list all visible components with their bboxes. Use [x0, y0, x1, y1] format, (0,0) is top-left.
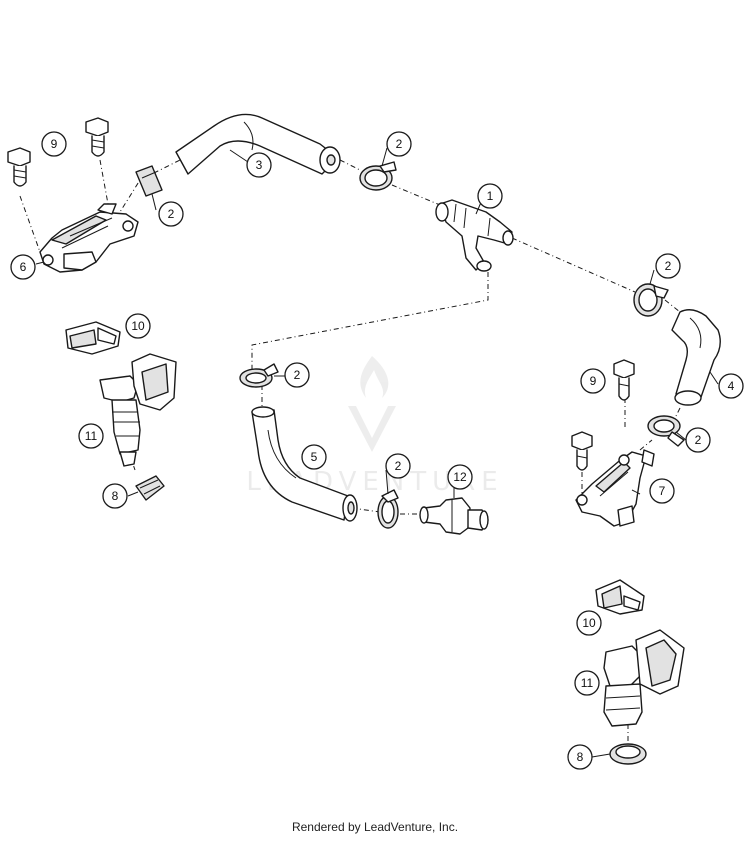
hose-clamp-b	[359, 161, 397, 191]
check-valve	[419, 497, 489, 535]
callout-label: 2	[294, 368, 301, 382]
callout-label: 3	[256, 158, 263, 172]
callout-7: 7	[649, 478, 675, 504]
callout-10: 10	[125, 313, 151, 339]
callout-9: 9	[580, 368, 606, 394]
fuel-injector-right	[603, 629, 685, 727]
valve-body-left	[39, 203, 139, 273]
callout-11: 11	[574, 670, 600, 696]
bolt-left-a	[7, 147, 31, 187]
callout-label: 9	[590, 374, 597, 388]
callout-label: 2	[665, 259, 672, 273]
callout-2: 2	[158, 201, 184, 227]
hose-sleeve-a	[135, 165, 163, 197]
callout-3: 3	[246, 152, 272, 178]
retaining-clip-left	[65, 321, 121, 355]
callout-label: 2	[168, 207, 175, 221]
callout-label: 11	[581, 676, 594, 690]
callout-label: 6	[20, 260, 27, 274]
callout-label: 8	[577, 750, 584, 764]
callout-6: 6	[10, 254, 36, 280]
callout-label: 2	[396, 137, 403, 151]
callout-label: 4	[728, 379, 735, 393]
valve-body-right	[575, 449, 655, 527]
callout-1: 1	[477, 183, 503, 209]
callout-8: 8	[102, 483, 128, 509]
callout-5: 5	[301, 444, 327, 470]
callout-2: 2	[655, 253, 681, 279]
hose-right-elbow	[671, 309, 721, 406]
callout-label: 8	[112, 489, 119, 503]
fuel-injector-left	[99, 353, 177, 467]
o-ring-right	[609, 743, 647, 765]
callout-10: 10	[576, 610, 602, 636]
bolt-right-b	[571, 431, 593, 471]
callout-9: 9	[41, 131, 67, 157]
hose-clamp-f	[377, 489, 399, 529]
callout-label: 2	[695, 433, 702, 447]
hose-clamp-c	[633, 283, 669, 317]
callout-label: 7	[659, 484, 666, 498]
hose-clamp-e	[239, 363, 279, 388]
callout-label: 11	[85, 429, 98, 443]
callout-label: 10	[582, 616, 596, 630]
bolt-left-b	[85, 117, 109, 157]
callout-2: 2	[385, 453, 411, 479]
callout-label: 2	[395, 459, 402, 473]
callout-2: 2	[284, 362, 310, 388]
callout-label: 12	[453, 470, 467, 484]
callout-2: 2	[685, 427, 711, 453]
hose-upper	[175, 113, 341, 175]
t-connector	[435, 199, 514, 272]
bolt-right-a	[613, 359, 635, 401]
callout-label: 9	[51, 137, 58, 151]
callout-label: 5	[311, 450, 318, 464]
callout-8: 8	[567, 744, 593, 770]
callout-label: 1	[487, 189, 494, 203]
hose-clamp-d	[647, 415, 685, 447]
callout-12: 12	[447, 464, 473, 490]
callout-4: 4	[718, 373, 744, 399]
o-ring-left	[135, 475, 165, 501]
hose-lower	[251, 406, 358, 522]
callout-label: 10	[131, 319, 145, 333]
leader-lines	[35, 147, 719, 758]
callout-11: 11	[78, 423, 104, 449]
callout-2: 2	[386, 131, 412, 157]
footer-credit: Rendered by LeadVenture, Inc.	[291, 820, 459, 834]
retaining-clip-right	[595, 579, 645, 615]
